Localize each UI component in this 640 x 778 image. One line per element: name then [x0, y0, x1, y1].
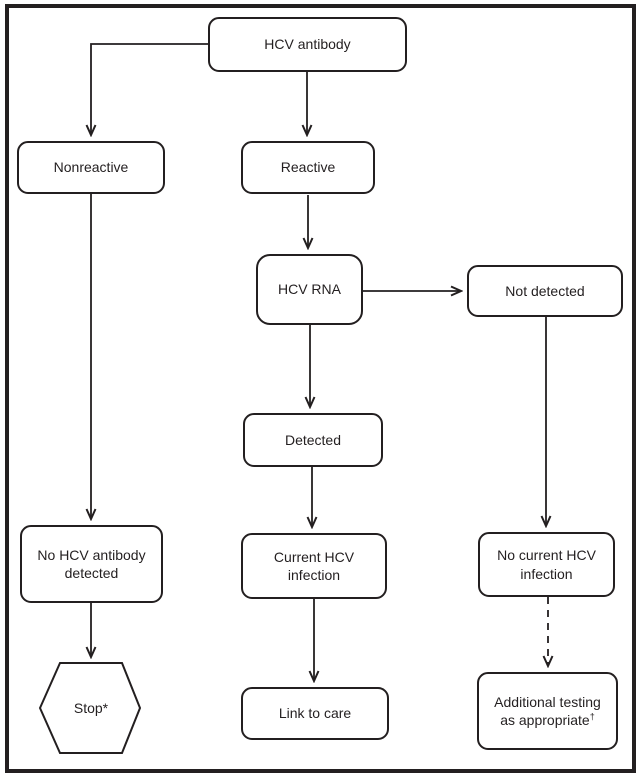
node-additional-testing-line1: Additional testing [494, 693, 601, 710]
node-no-hcv-antibody-line1: No HCV antibody [37, 546, 146, 563]
node-no-current-hcv-line2: infection [520, 565, 573, 582]
node-hcv-antibody: HCV antibody [208, 17, 407, 72]
node-reactive-label: Reactive [280, 159, 336, 176]
flowchart-frame [5, 4, 636, 773]
node-stop-label: Stop* [73, 700, 109, 716]
node-not-detected-label: Not detected [505, 282, 585, 299]
node-hcv-antibody-label: HCV antibody [264, 36, 351, 53]
node-nonreactive: Nonreactive [17, 141, 165, 194]
node-additional-testing: Additional testing as appropriate† [477, 672, 618, 750]
node-no-current-hcv-line1: No current HCV [497, 547, 596, 564]
node-current-hcv-infection: Current HCV infection [241, 533, 387, 599]
node-hcv-rna-label: HCV RNA [277, 281, 341, 298]
node-hcv-rna: HCV RNA [256, 254, 363, 325]
node-additional-testing-dagger: † [589, 711, 595, 722]
node-stop-hexagon [38, 662, 142, 754]
node-reactive: Reactive [241, 141, 375, 194]
node-current-hcv-line2: infection [287, 567, 341, 583]
node-stop-label-container: Stop* [48, 668, 134, 748]
node-current-hcv-line1: Current HCV [273, 548, 355, 565]
node-detected: Detected [243, 413, 383, 467]
node-no-hcv-antibody-detected-label: No HCV antibody detected [37, 546, 145, 582]
node-no-hcv-antibody-detected: No HCV antibody detected [20, 525, 163, 603]
node-nonreactive-label: Nonreactive [53, 159, 129, 176]
edge-hcv-antibody-to-nonreactive [91, 43, 208, 135]
node-additional-testing-label: Additional testing as appropriate† [494, 693, 601, 729]
node-additional-testing-line2: as appropriate [500, 712, 590, 728]
node-link-to-care-label: Link to care [278, 705, 352, 722]
node-not-detected: Not detected [467, 265, 623, 317]
node-link-to-care: Link to care [241, 687, 389, 740]
node-no-hcv-antibody-line2: detected [64, 565, 119, 581]
node-detected-label: Detected [284, 431, 342, 448]
node-current-hcv-infection-label: Current HCV infection [274, 548, 354, 584]
